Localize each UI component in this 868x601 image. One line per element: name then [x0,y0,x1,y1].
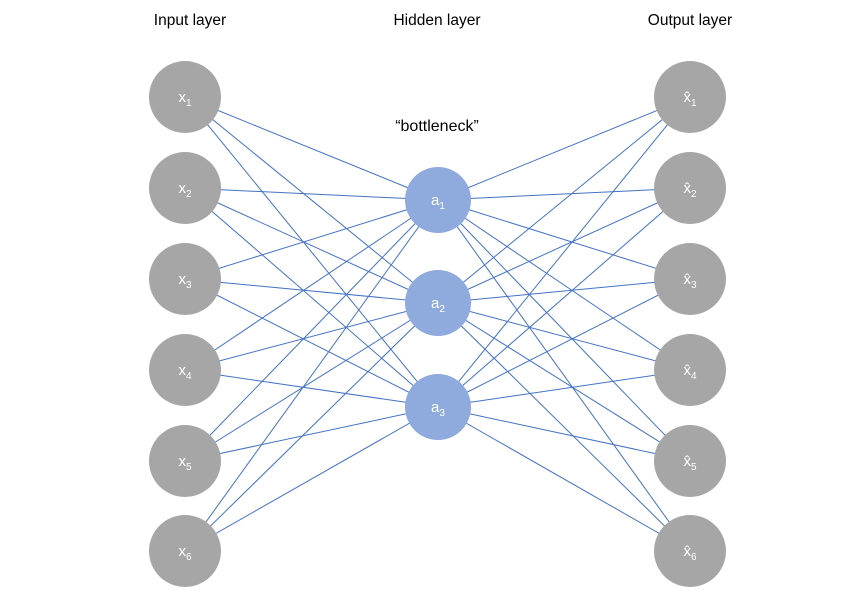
output-node-label: x̂6 [683,543,697,563]
edge-hidden-output [437,199,691,552]
bottleneck-label: “bottleneck” [395,118,479,135]
edge-input-hidden [184,406,439,552]
output-node-x2 [654,152,726,224]
edge-input-hidden [184,96,439,408]
output-node-x3 [654,243,726,315]
output-node-label: x̂4 [683,362,697,382]
output-node-x1 [654,61,726,133]
edge-hidden-output [437,187,691,304]
edge-input-hidden [184,96,439,304]
hidden-node-label: a1 [431,192,445,212]
edge-input-hidden [184,96,439,201]
edge-input-hidden [184,278,439,304]
input-node-label: x5 [178,453,192,473]
input-node-x3 [149,243,221,315]
edge-input-hidden [184,302,439,462]
edge-input-hidden [184,199,439,462]
edge-hidden-output [437,302,691,552]
edge-input-hidden [184,199,439,280]
input-node-x2 [149,152,221,224]
edge-hidden-output [437,199,691,462]
edge-hidden-output [437,406,691,462]
output-node-x6 [654,515,726,587]
output-layer-title: Output layer [647,12,733,29]
output-node-label: x̂1 [683,89,697,109]
edge-hidden-output [437,278,691,304]
edge-hidden-output [437,187,691,408]
output-node-label: x̂2 [683,180,697,200]
edge-input-hidden [184,187,439,304]
input-node-x1 [149,61,221,133]
edge-hidden-output [437,199,691,371]
input-node-label: x6 [178,543,192,563]
input-node-label: x4 [178,362,192,382]
edge-hidden-output [437,199,691,280]
edge-input-hidden [184,187,439,201]
output-node-x4 [654,334,726,406]
output-node-label: x̂5 [683,453,697,473]
input-node-label: x2 [178,180,192,200]
input-node-x6 [149,515,221,587]
edge-hidden-output [437,96,691,304]
edge-hidden-output [437,369,691,408]
edge-input-hidden [184,302,439,552]
edges [184,96,691,552]
edge-input-hidden [184,187,439,408]
edge-hidden-output [437,187,691,201]
output-node-label: x̂3 [683,271,697,291]
hidden-node-a3 [405,374,471,440]
edge-hidden-output [437,302,691,462]
input-node-label: x3 [178,271,192,291]
edge-hidden-output [437,302,691,371]
edge-input-hidden [184,278,439,408]
edge-input-hidden [184,199,439,371]
hidden-node-label: a2 [431,295,445,315]
edge-input-hidden [184,199,439,552]
hidden-node-label: a3 [431,399,445,419]
edge-hidden-output [437,96,691,201]
hidden-node-a1 [405,167,471,233]
output-node-x5 [654,425,726,497]
edge-hidden-output [437,96,691,408]
edge-input-hidden [184,369,439,408]
input-layer-title: Input layer [153,12,227,29]
input-node-label: x1 [178,89,192,109]
input-node-x4 [149,334,221,406]
edge-hidden-output [437,406,691,552]
edge-hidden-output [437,278,691,408]
edge-input-hidden [184,302,439,371]
edge-input-hidden [184,406,439,462]
input-node-x5 [149,425,221,497]
hidden-node-a2 [405,270,471,336]
hidden-layer-title: Hidden layer [393,12,481,29]
